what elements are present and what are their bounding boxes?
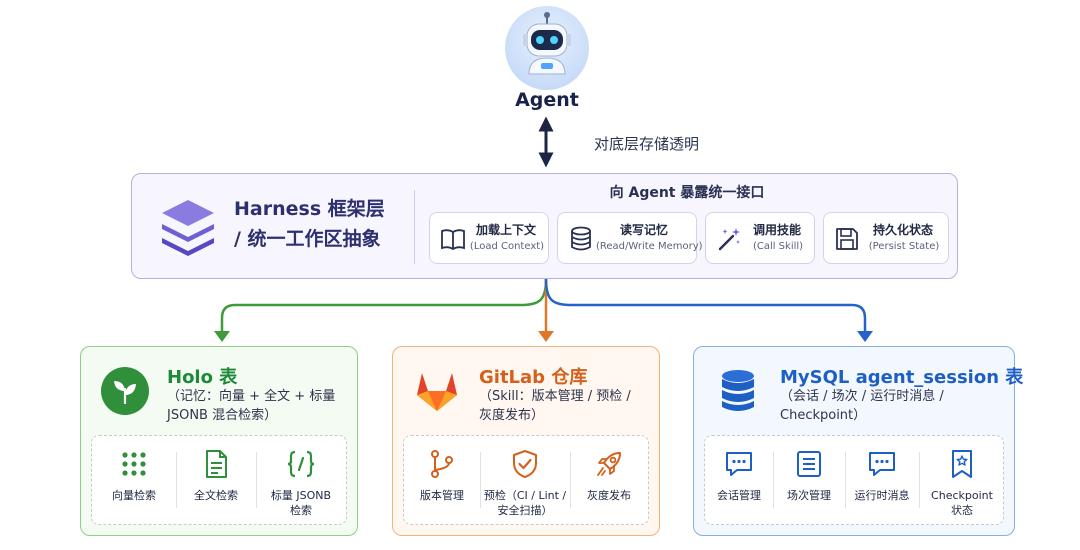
feature-label: 会话管理 (717, 489, 761, 502)
mysql-desc-line1: （会话 / 场次 / 运行时消息 / (780, 389, 944, 404)
holo-title: Holo 表 (167, 367, 238, 388)
interface-call-skill: 调用技能 (Call Skill) (705, 212, 815, 264)
feature-canary-release: 灰度发布 (570, 436, 648, 526)
mysql-desc-line2: Checkpoint） (780, 408, 867, 423)
interface-title: 读写记忆 (619, 223, 668, 237)
interface-subtitle: (Read/Write Memory) (596, 241, 703, 252)
layers-icon (162, 200, 214, 256)
feature-session-management: 会话管理 (705, 436, 773, 526)
feature-label-line1: Checkpoint (931, 489, 993, 502)
bookmark-icon (952, 450, 972, 478)
database-stack-icon (722, 370, 754, 411)
gitlab-description: （Skill：版本管理 / 预检 / 灰度发布） (479, 387, 631, 425)
divider (845, 452, 846, 508)
divider (176, 452, 177, 508)
feature-scalar-jsonb-search: 标量 JSONB 检索 (256, 436, 346, 526)
feature-version-control: 版本管理 (404, 436, 480, 526)
interface-subtitle: (Call Skill) (752, 241, 804, 252)
agent-avatar (505, 6, 589, 90)
gitlab-repo-box: GitLab 仓库 （Skill：版本管理 / 预检 / 灰度发布） 版本管理 … (392, 346, 660, 536)
database-icon (571, 226, 591, 251)
feature-label: 版本管理 (420, 489, 464, 502)
chat-icon (726, 452, 752, 476)
divider (919, 452, 920, 508)
interface-title: 加载上下文 (475, 223, 536, 237)
holo-table-box: Holo 表 （记忆：向量 + 全文 + 标量 JSONB 混合检索） 向量检索 (80, 346, 358, 536)
feature-label-line2: 状态 (951, 504, 973, 517)
magic-wand-icon (718, 228, 740, 251)
rocket-icon (597, 452, 621, 476)
interface-title: 持久化状态 (872, 223, 933, 237)
list-icon (797, 451, 821, 477)
harness-title: Harness 框架层 / 统一工作区抽象 (234, 194, 385, 254)
feature-label: 标量 JSONB 检索 (256, 488, 346, 518)
holo-description: （记忆：向量 + 全文 + 标量 JSONB 混合检索） (167, 387, 335, 425)
interface-title: 调用技能 (752, 223, 801, 237)
harness-layer: Harness 框架层 / 统一工作区抽象 向 Agent 暴露统一接口 加载上… (131, 173, 958, 279)
mysql-session-box: MySQL agent_session 表 （会话 / 场次 / 运行时消息 /… (693, 346, 1023, 536)
feature-label: 预检（CI / Lint / 安全扫描） (480, 488, 570, 518)
save-icon (836, 228, 858, 250)
braces-icon (287, 450, 315, 478)
holo-desc-line1: （记忆：向量 + 全文 + 标量 (167, 389, 336, 404)
feature-label-line1: 标量 JSONB (270, 489, 332, 502)
transparency-note: 对底层存储透明 (594, 135, 700, 153)
feature-precheck: 预检（CI / Lint / 安全扫描） (480, 436, 570, 526)
agent-label: Agent (515, 89, 579, 111)
robot-icon (523, 12, 571, 75)
interface-subtitle: (Load Context) (469, 241, 545, 252)
mysql-title: MySQL agent_session 表 (780, 367, 1024, 388)
feature-label-line1: 预检（CI / Lint / (483, 489, 567, 502)
gitlab-title: GitLab 仓库 (479, 367, 588, 388)
feature-runtime-messages: 运行时消息 (845, 436, 919, 526)
feature-label-line2: 检索 (290, 504, 312, 517)
mysql-features: 会话管理 场次管理 运行时消息 (704, 435, 1004, 525)
feature-vector-search: 向量检索 (92, 436, 176, 526)
feature-label: 运行时消息 (854, 489, 910, 502)
interface-read-write-memory: 读写记忆 (Read/Write Memory) (557, 212, 703, 264)
document-icon (206, 450, 227, 478)
feature-label: 全文检索 (194, 489, 238, 502)
dot-grid-icon (122, 452, 146, 476)
feature-round-management: 场次管理 (773, 436, 845, 526)
harness-subtitle: 向 Agent 暴露统一接口 (609, 185, 765, 201)
arrow-to-mysql (544, 278, 867, 334)
harness-divider (414, 190, 415, 264)
interface-persist-state: 持久化状态 (Persist State) (823, 212, 949, 264)
divider (570, 452, 571, 508)
message-icon (869, 452, 895, 476)
feature-label-line2: 安全扫描） (497, 504, 553, 517)
shield-check-icon (513, 450, 537, 478)
git-branch-icon (431, 450, 453, 478)
holo-desc-line2: JSONB 混合检索） (167, 408, 278, 423)
divider (256, 452, 257, 508)
feature-label: 灰度发布 (587, 489, 631, 502)
interface-load-context: 加载上下文 (Load Context) (429, 212, 549, 264)
arrow-to-holo (220, 278, 548, 334)
feature-fulltext-search: 全文检索 (176, 436, 256, 526)
harness-title-line1: Harness 框架层 (234, 198, 385, 220)
feature-label: Checkpoint 状态 (919, 488, 1005, 518)
mysql-description: （会话 / 场次 / 运行时消息 / Checkpoint） (780, 387, 944, 425)
gitlab-desc-line1: （Skill：版本管理 / 预检 / (479, 389, 631, 404)
feature-label: 向量检索 (112, 489, 156, 502)
divider (773, 452, 774, 508)
book-icon (441, 229, 465, 251)
harness-title-line2: / 统一工作区抽象 (234, 228, 381, 250)
divider (480, 452, 481, 508)
leaf-icon (101, 367, 149, 415)
gitlab-icon (417, 373, 457, 411)
holo-features: 向量检索 全文检索 标量 JSONB 检索 (91, 435, 347, 525)
gitlab-desc-line2: 灰度发布） (479, 408, 545, 423)
feature-label: 场次管理 (787, 489, 831, 502)
interface-subtitle: (Persist State) (868, 241, 940, 252)
gitlab-features: 版本管理 预检（CI / Lint / 安全扫描） 灰度发布 (403, 435, 649, 525)
feature-checkpoint-state: Checkpoint 状态 (919, 436, 1005, 526)
